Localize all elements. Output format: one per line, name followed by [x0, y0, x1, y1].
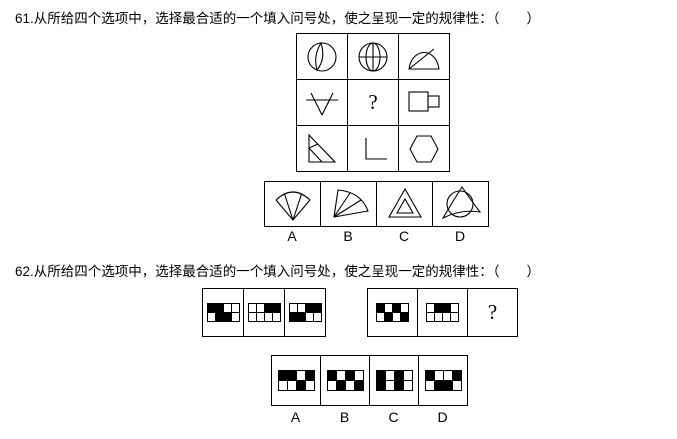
q61-matrix: ?	[296, 33, 450, 172]
q62-sequence-left	[202, 288, 326, 337]
q62-option-b-label: B	[339, 409, 350, 425]
q62-sequence-cell-4	[367, 288, 418, 337]
q61-option-b-label: B	[343, 228, 353, 244]
q62-option-b	[320, 355, 370, 406]
square-with-attached-square-icon	[408, 90, 440, 112]
q61-question-mark: ?	[348, 80, 399, 126]
q62-option-d	[418, 355, 468, 406]
pattern-cell-white	[304, 380, 315, 391]
nested-triangles-icon	[387, 187, 422, 218]
question-62-text: 62.从所给四个选项中，选择最合适的一个填入问号处，使之呈现一定的规律性：（ ）	[15, 264, 541, 279]
pattern-cell-white	[451, 380, 462, 391]
pattern-cell-white	[271, 312, 281, 322]
circle-with-leaf-icon	[297, 34, 348, 80]
q62-option-c	[369, 355, 419, 406]
q61-options-strip	[264, 181, 489, 227]
pattern-cell-white	[312, 312, 322, 322]
q62-sequence-cell-5	[417, 288, 468, 337]
hexagon-icon	[399, 126, 450, 172]
triangle-with-inner-lines-icon	[308, 133, 337, 163]
pattern-cell-black	[353, 380, 364, 391]
q62-sequence-cell-3	[284, 288, 326, 337]
pattern-grid	[206, 303, 240, 322]
circle-with-curved-triangle-icon	[441, 185, 481, 220]
pattern-cell-white	[450, 312, 459, 322]
q62-option-labels: A B C D	[271, 409, 467, 425]
q61-option-b	[320, 181, 377, 227]
hexagon-icon	[409, 134, 439, 163]
pattern-grid	[288, 303, 322, 322]
q61-option-c	[376, 181, 433, 227]
square-with-attached-square-icon	[399, 80, 450, 126]
q61-option-d-label: D	[454, 228, 466, 244]
fan-with-radiating-lines-icon	[332, 189, 369, 218]
inverted-triangle-with-crossbar-icon	[297, 80, 348, 126]
right-angle-lines-icon	[365, 137, 387, 160]
q61-option-c-label: C	[398, 228, 410, 244]
parachute-with-ribs-icon	[275, 191, 310, 221]
q62-option-a-label: A	[290, 409, 301, 425]
inverted-triangle-with-crossbar-icon	[306, 92, 338, 115]
q61-option-a-label: A	[287, 228, 297, 244]
pattern-grid	[326, 370, 364, 391]
pattern-grid	[376, 303, 409, 322]
pattern-cell-white	[402, 380, 413, 391]
question-61-text: 61.从所给四个选项中，选择最合适的一个填入问号处，使之呈现一定的规律性：（ ）	[15, 11, 541, 26]
circle-with-cross-and-ellipse-icon	[358, 41, 388, 72]
pattern-grid	[277, 370, 315, 391]
q62-sequence-cell-2	[243, 288, 285, 337]
q62-option-c-label: C	[388, 409, 399, 425]
q61-option-d	[432, 181, 489, 227]
circle-with-cross-and-ellipse-icon	[348, 34, 399, 80]
q62-sequence-cell-1	[202, 288, 244, 337]
q62-option-d-label: D	[437, 409, 448, 425]
pattern-cell-white	[230, 312, 240, 322]
q62-sequence-right: ?	[367, 288, 518, 337]
circle-with-leaf-icon	[307, 41, 337, 72]
right-angle-lines-icon	[348, 126, 399, 172]
pattern-grid	[375, 370, 413, 391]
q62-option-a	[271, 355, 321, 406]
dome-with-chord-icon	[399, 34, 450, 80]
pattern-grid	[426, 303, 459, 322]
dome-with-chord-icon	[408, 48, 440, 70]
q61-option-a	[264, 181, 321, 227]
pattern-cell-black	[400, 312, 409, 322]
triangle-with-inner-lines-icon	[297, 126, 348, 172]
pattern-grid	[424, 370, 462, 391]
q62-options-strip	[271, 355, 468, 406]
q62-question-mark-cell: ?	[467, 288, 518, 337]
pattern-grid	[247, 303, 281, 322]
q61-option-labels: A B C D	[264, 228, 488, 244]
